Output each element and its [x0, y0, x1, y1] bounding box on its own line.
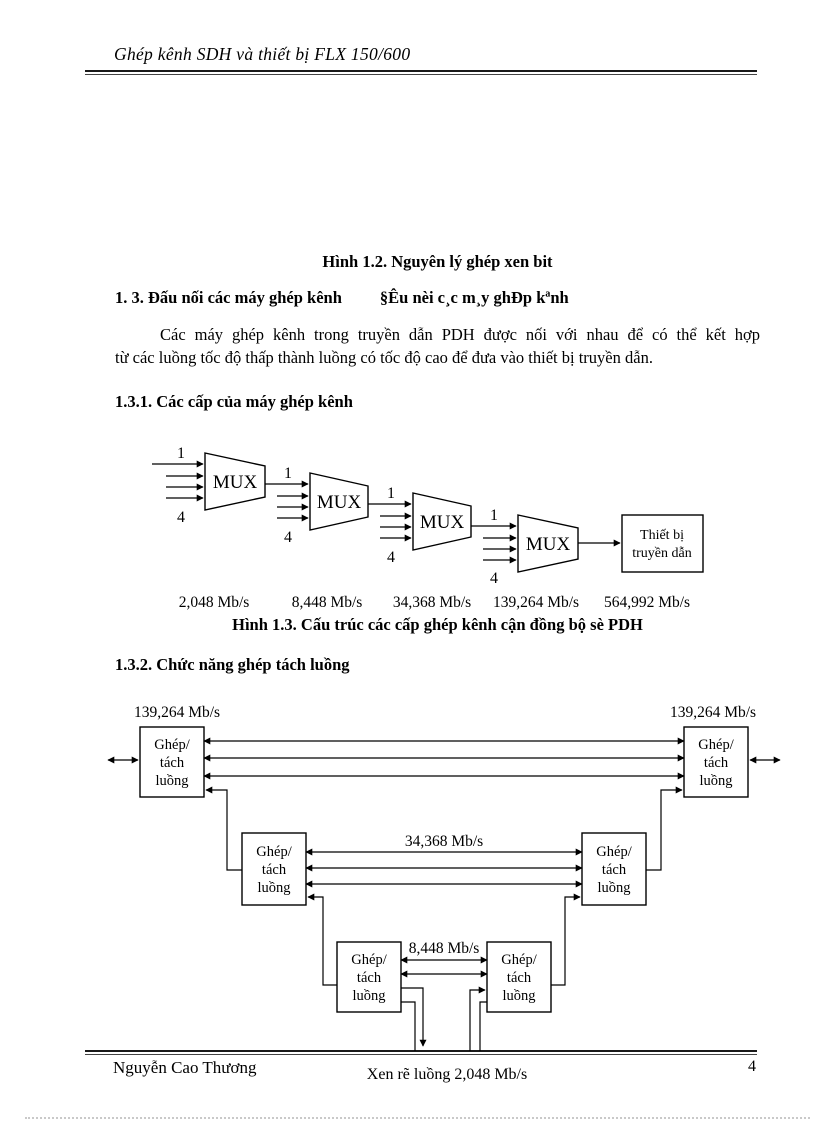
box-label: Ghép/ [596, 844, 632, 860]
mux4-label: MUX [526, 534, 571, 555]
rate-label-2048: 2,048 Mb/s [179, 594, 250, 611]
header-rule-thin [85, 74, 757, 75]
adddrop-box-middle-right [581, 832, 647, 906]
section-1-3-heading: 1. 3. Đấu nối các máy ghép kênh §Êu nèi c… [115, 288, 569, 308]
section-1-3-title: 1. 3. Đấu nối các máy ghép kênh [115, 288, 342, 307]
box-label: Ghép/ [256, 844, 292, 860]
box-label: luồng [597, 880, 630, 896]
mux2-label: MUX [317, 492, 362, 513]
adddrop-rate-bottom: 8,448 Mb/s [409, 940, 480, 957]
mux1-label: MUX [213, 472, 258, 493]
mux3-input-bottom-label: 4 [387, 549, 395, 566]
adddrop-box-middle-left [241, 832, 307, 906]
mux4-input-bottom-label: 4 [490, 570, 498, 587]
box-label: luồng [155, 773, 188, 789]
rate-label-34368: 34,368 Mb/s [393, 594, 471, 611]
box-label: tách [507, 970, 532, 986]
adddrop-rate-middle: 34,368 Mb/s [405, 833, 483, 850]
adddrop-rate-top-right: 139,264 Mb/s [670, 704, 756, 721]
mux2-input-top-label: 1 [284, 465, 292, 482]
adddrop-box-top-left [139, 726, 205, 798]
transmission-equipment-box [621, 514, 704, 573]
box-label: Ghép/ [698, 737, 734, 753]
footer-rule-thin [85, 1054, 757, 1055]
page-bottom-dotted-edge [25, 1117, 810, 1119]
mux3-trapezoid [412, 492, 472, 551]
box-label: luồng [257, 880, 290, 896]
mux-cascade-diagram: 1 4 MUX 1 4 MUX 1 4 MUX [152, 445, 704, 611]
footer-insert-drop-note: Xen rẽ luồng 2,048 Mb/s [366, 1066, 528, 1083]
paragraph-pdh: Các máy ghép kênh trong truyền dẫn PDH đ… [115, 323, 760, 369]
mr-to-tr-line [646, 786, 683, 871]
section-1-3-1-heading: 1.3.1. Các cấp của máy ghép kênh [115, 392, 353, 411]
adddrop-box-bottom-right [486, 941, 552, 1013]
page-header-title: Ghép kênh SDH và thiết bị FLX 150/600 [114, 44, 411, 64]
box-label: tách [160, 755, 185, 771]
section-1-3-2-heading: 1.3.2. Chức năng ghép tách luồng [115, 655, 350, 674]
drop-line-arrow [401, 987, 427, 1047]
adddrop-rate-top-left: 139,264 Mb/s [134, 704, 220, 721]
footer-page-number: 4 [748, 1058, 756, 1075]
box-label: tách [602, 862, 627, 878]
box-label: tách [357, 970, 382, 986]
mux4-input-top-label: 1 [490, 507, 498, 524]
adddrop-box-bottom-left [336, 941, 402, 1013]
br-to-mr-line [551, 893, 581, 986]
transmission-equipment-label-1: Thiết bị [640, 528, 684, 543]
transmission-equipment-label-2: truyền dẫn [632, 546, 691, 561]
insert-line [479, 1001, 487, 1051]
paragraph-line-2: từ các luồng tốc độ thấp thành luồng có … [115, 348, 653, 367]
rate-label-564992: 564,992 Mb/s [604, 594, 690, 611]
footer-rule-thick [85, 1050, 757, 1052]
mux1-trapezoid [204, 452, 266, 511]
mux4-trapezoid [517, 514, 579, 573]
section-1-3-title-garbled: §Êu nèi c¸c m¸y ghÐp kªnh [379, 288, 569, 307]
mux3-label: MUX [420, 512, 465, 533]
box-label: Ghép/ [351, 952, 387, 968]
mux2-input-bottom-label: 4 [284, 529, 292, 546]
mux3-input-top-label: 1 [387, 485, 395, 502]
rate-label-139264: 139,264 Mb/s [493, 594, 579, 611]
box-label: Ghép/ [501, 952, 537, 968]
mux1-input-top-label: 1 [177, 445, 185, 462]
adddrop-diagram: 139,264 Mb/s 139,264 Mb/s 34,368 Mb/s 8,… [107, 704, 781, 1051]
adddrop-box-top-right [683, 726, 749, 798]
ml-to-tl-line [205, 786, 242, 871]
bl-to-ml-line [307, 893, 337, 986]
paragraph-line-1: Các máy ghép kênh trong truyền dẫn PDH đ… [160, 325, 760, 344]
footer-author: Nguyễn Cao Thương [113, 1058, 257, 1077]
box-label: luồng [352, 988, 385, 1004]
box-label: tách [262, 862, 287, 878]
rate-label-8448: 8,448 Mb/s [292, 594, 363, 611]
insert-line-arrow [469, 986, 486, 1051]
figure-1-2-caption: Hình 1.2. Nguyên lý ghép xen bit [322, 252, 553, 271]
figure-1-3-caption: Hình 1.3. Cấu trúc các cấp ghép kênh cận… [232, 615, 643, 634]
box-label: tách [704, 755, 729, 771]
drop-line [401, 1001, 416, 1051]
box-label: luồng [502, 988, 535, 1004]
mux2-trapezoid [309, 472, 369, 531]
box-label: luồng [699, 773, 732, 789]
box-label: Ghép/ [154, 737, 190, 753]
header-rule-thick [85, 70, 757, 72]
mux1-input-bottom-label: 4 [177, 509, 185, 526]
